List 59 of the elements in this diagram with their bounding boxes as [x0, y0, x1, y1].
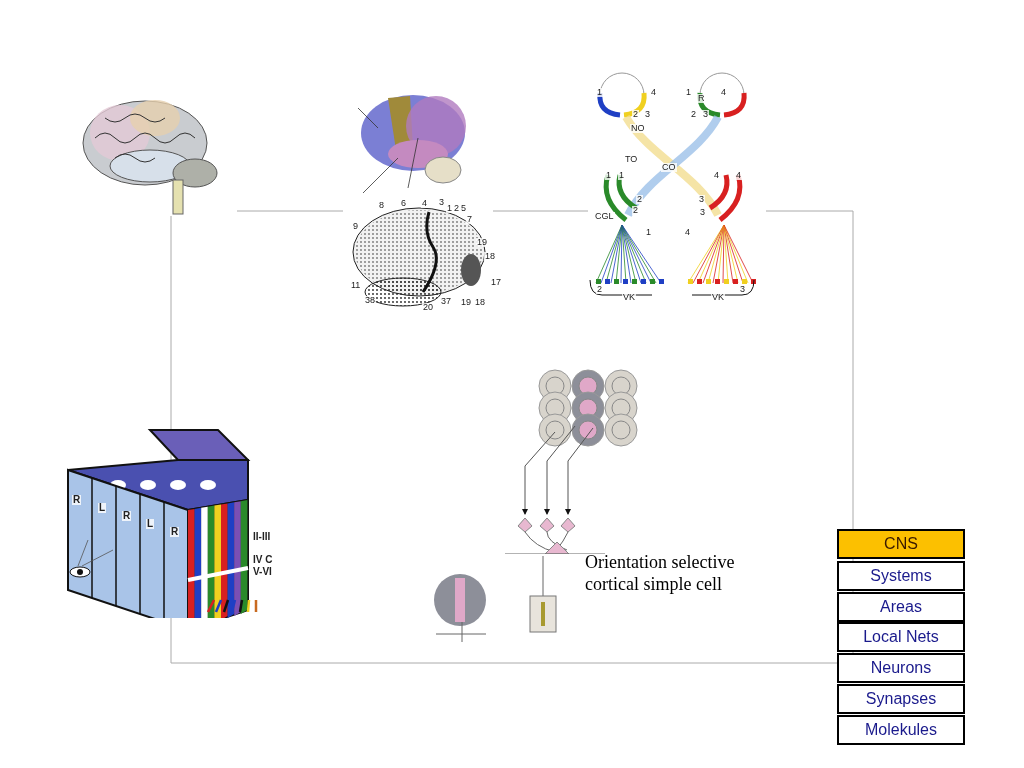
- layer-label: IV C: [252, 555, 274, 565]
- layer-label: V-VI: [252, 567, 273, 577]
- diagram-label: CGL: [594, 212, 615, 221]
- diagram-label: NO: [630, 124, 646, 133]
- diagram-label: 1: [596, 88, 603, 97]
- diagram-label: 1: [446, 204, 453, 213]
- diagram-label: 1: [605, 171, 612, 180]
- diagram-label: 3: [702, 110, 709, 119]
- diagram-label: 3: [644, 110, 651, 119]
- highlighted-level-box: [837, 529, 965, 559]
- level-box: [837, 653, 965, 683]
- diagram-label: 7: [466, 215, 473, 224]
- diagram-label: 4: [720, 88, 727, 97]
- diagram-label: 2: [632, 110, 639, 119]
- diagram-label: 5: [460, 204, 467, 213]
- diagram-label: 4: [684, 228, 691, 237]
- diagram-label: 1: [685, 88, 692, 97]
- diagram-label: 9: [352, 222, 359, 231]
- diagram-label: 1: [645, 228, 652, 237]
- diagram-label: 4: [650, 88, 657, 97]
- diagram-label: 4: [735, 171, 742, 180]
- diagram-label: VK: [622, 293, 636, 302]
- diagram-label: 2: [632, 206, 639, 215]
- diagram-label: 3: [739, 285, 746, 294]
- diagram-label: 1: [618, 171, 625, 180]
- level-label: Synapses: [865, 691, 937, 707]
- diagram-label: 2: [636, 195, 643, 204]
- layer-label: R: [72, 495, 82, 505]
- level-box: [837, 561, 965, 591]
- diagram-label: 18: [484, 252, 496, 261]
- level-label: Systems: [870, 568, 932, 584]
- level-box: [837, 592, 965, 622]
- layer-label: R: [122, 511, 132, 521]
- level-label: Local Nets: [863, 629, 939, 645]
- diagram-label: 2: [690, 110, 697, 119]
- diagram-label: 2: [453, 204, 460, 213]
- level-label: Neurons: [870, 660, 932, 676]
- layer-label: L: [98, 503, 107, 513]
- level-label: Molekules: [865, 722, 937, 738]
- diagram-label: 19: [476, 238, 488, 247]
- diagram-label: 4: [713, 171, 720, 180]
- diagram-label: 3: [698, 195, 705, 204]
- level-box: [837, 622, 965, 652]
- layer-label: R: [170, 527, 180, 537]
- diagram-label: 8: [378, 201, 385, 210]
- level-label: CNS: [884, 536, 918, 552]
- diagram-label: 2: [596, 285, 603, 294]
- diagram-label: CO: [661, 163, 677, 172]
- caption-text: Orientation selective cortical simple cell: [585, 551, 736, 595]
- diagram-label: TO: [624, 155, 639, 164]
- level-box: [837, 684, 965, 714]
- diagram-label: 11: [350, 281, 362, 290]
- layer-label: II-III: [252, 532, 272, 542]
- diagram-label: 3: [699, 208, 706, 217]
- level-box: [837, 715, 965, 745]
- level-label: Areas: [880, 599, 922, 615]
- layer-label: L: [146, 519, 155, 529]
- diagram-label: R: [697, 94, 706, 103]
- diagram-label: VK: [711, 293, 725, 302]
